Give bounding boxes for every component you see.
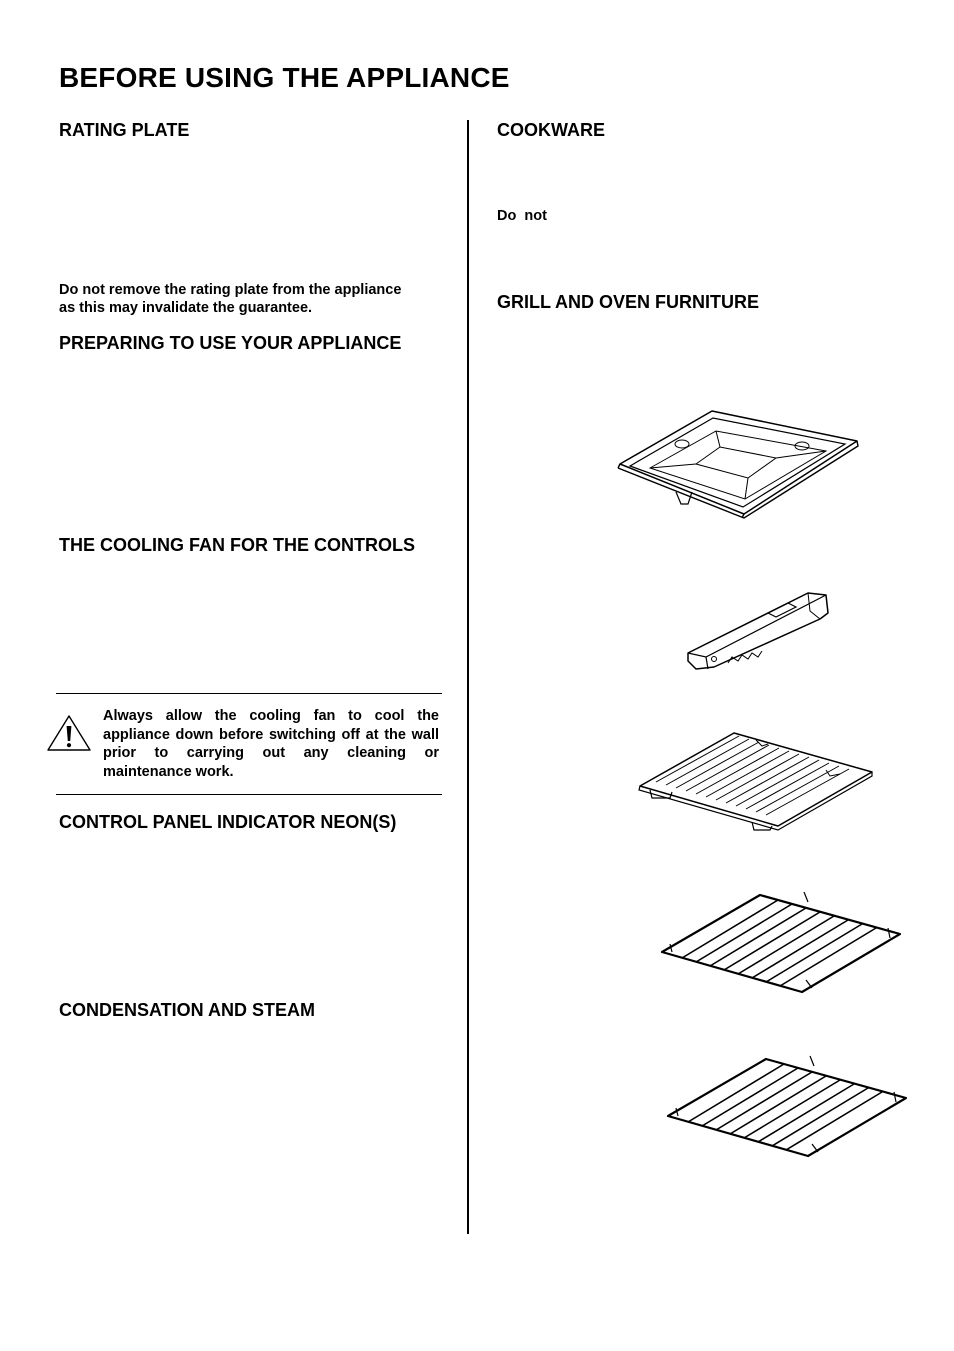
rating-plate-note-line-1: Do not remove the rating plate from the … [59, 282, 402, 298]
warning-text: Always allow the cooling fan to cool the… [103, 708, 439, 780]
page-title: BEFORE USING THE APPLIANCE [59, 62, 510, 93]
grill-pan-icon [612, 404, 864, 518]
neon-heading: CONTROL PANEL INDICATOR NEON(S) [59, 812, 397, 832]
preparing-heading: PREPARING TO USE YOUR APPLIANCE [59, 333, 402, 353]
rating-plate-note: Do not remove the rating plate from the … [59, 281, 449, 317]
oven-shelf-icon [662, 1054, 910, 1160]
cooling-fan-heading: THE COOLING FAN FOR THE CONTROLS [59, 535, 415, 555]
grill-pan-handle-icon [684, 585, 834, 675]
warning-top-rule [56, 693, 442, 694]
column-divider [467, 120, 469, 1234]
warning-bottom-rule [56, 794, 442, 795]
cookware-note: Do not [497, 208, 547, 224]
rating-plate-note-line-2: as this may invalidate the guarantee. [59, 300, 313, 316]
grill-pan-grid-icon [636, 730, 878, 834]
cookware-heading: COOKWARE [497, 120, 605, 140]
furniture-heading: GRILL AND OVEN FURNITURE [497, 292, 760, 312]
condensation-heading: CONDENSATION AND STEAM [59, 1000, 315, 1020]
oven-shelf-icon [656, 890, 904, 996]
rating-plate-heading: RATING PLATE [59, 120, 190, 140]
warning-triangle-icon [46, 714, 92, 752]
